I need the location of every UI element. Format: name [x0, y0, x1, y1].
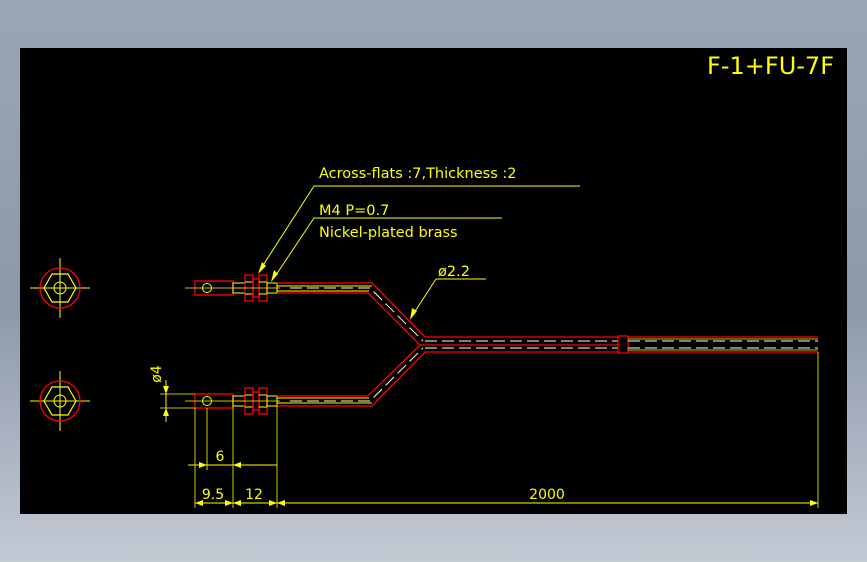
- dimension-extension-lines: [194, 352, 819, 508]
- across-flats-label: Across-flats :7,Thickness :2: [319, 166, 516, 182]
- thread-label: M4 P=0.7: [319, 203, 389, 219]
- fiber-branch-bottom: [194, 344, 618, 415]
- note-across-flats: Across-flats :7,Thickness :2: [258, 166, 580, 274]
- dimension-12-label: 12: [245, 487, 263, 503]
- title-code: F-1+FU-7F: [707, 52, 834, 80]
- dimension-6-label: 6: [216, 449, 225, 465]
- end-view-bottom: [30, 371, 90, 431]
- diameter-label: ø2.2: [438, 264, 470, 280]
- note-thread: M4 P=0.7 Nickel-plated brass: [271, 203, 502, 282]
- cad-viewport[interactable]: F-1+FU-7F: [20, 48, 847, 514]
- dimension-lug-diameter: ø4: [149, 365, 195, 422]
- fiber-branch-top: [194, 274, 618, 346]
- dimension-6: 6: [188, 449, 277, 468]
- material-label: Nickel-plated brass: [319, 225, 458, 241]
- fiber-sensor-drawing: F-1+FU-7F: [30, 52, 834, 508]
- end-view-top: [30, 258, 90, 318]
- dimension-9-5-label: 9.5: [202, 487, 224, 503]
- note-diameter: ø2.2: [410, 264, 486, 320]
- dimension-2000-label: 2000: [529, 487, 565, 503]
- lug-diameter-label: ø4: [149, 365, 165, 383]
- dimension-row-bottom: 9.5 12 2000: [195, 487, 818, 506]
- fiber-trunk: [425, 335, 818, 354]
